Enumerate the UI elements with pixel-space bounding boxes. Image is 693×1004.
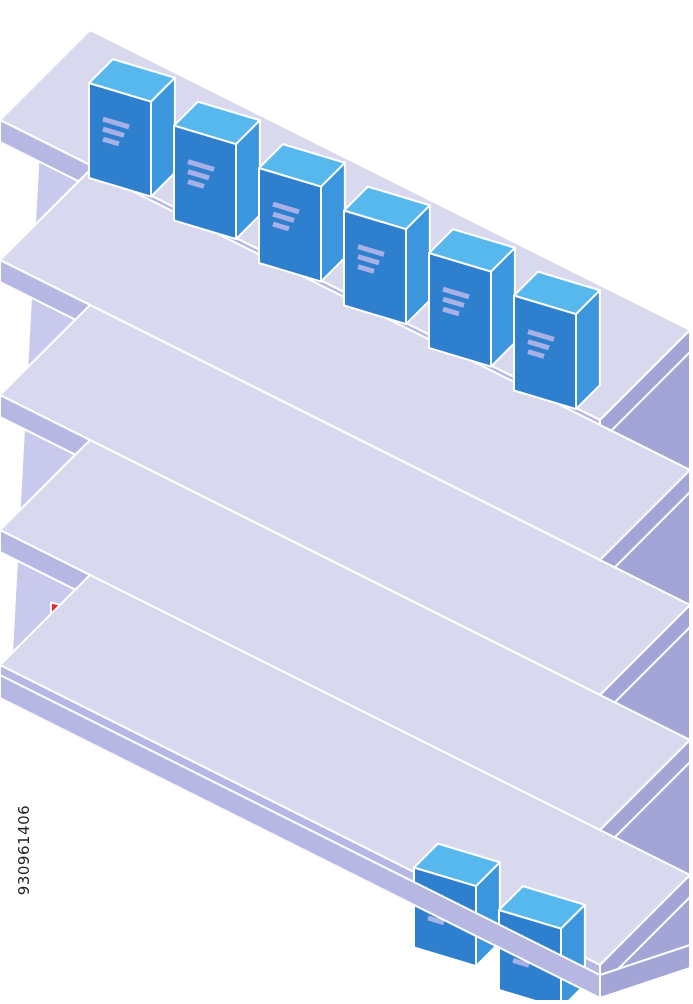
blue-box-top-0-top [88,58,176,103]
blue-box-top-0-label-line [102,126,125,138]
blue-box-top-2-label-line [272,201,300,215]
blue-box-top-3-front [343,209,407,326]
blue-box-bottom-1-label-line [512,958,530,968]
blue-box-top-5-top [513,270,601,316]
blue-box-top-0-front [88,82,152,198]
stock-id-text: 930961406 [15,804,33,896]
blue-box-bottom-1-top [498,885,586,930]
blue-box-top-5-label-line [527,339,550,351]
blue-box-top-4-label-line [442,296,465,308]
stock-id-watermark: 930961406 [10,760,38,940]
blue-box-top-2-label-line [272,221,290,232]
blue-box-top-1-top [173,100,261,146]
blue-box-top-2-front [258,167,322,283]
blue-box-top-0 [88,58,176,198]
shelf-base [0,674,691,999]
blue-box-top-3-label-line [357,244,385,257]
blue-box-top-5 [513,270,601,411]
blue-box-top-3-label-line [357,254,380,266]
blue-box-top-5-label-line [527,349,545,359]
blue-box-top-1-label-line [187,179,205,189]
blue-box-top-3 [343,185,431,326]
blue-box-top-4-top [428,228,516,273]
blue-box-top-2-label-line [272,211,295,223]
blue-box-top-1 [173,100,261,241]
base-end [599,944,691,999]
blue-box-top-0-label-line [102,136,120,147]
blue-box-top-1-label-line [187,159,215,172]
blue-box-top-4-front [428,252,492,368]
blue-box-top-3-label-line [357,264,375,274]
blue-box-top-2-top [258,143,346,188]
blue-box-top-5-label-line [527,329,555,342]
blue-box-top-3-top [343,185,431,231]
blue-box-bottom-0-label-line [427,915,445,926]
blue-box-top-4-label-line [442,306,460,317]
blue-box-top-1-label-line [187,169,210,181]
blue-box-bottom-0-top [413,842,501,888]
blue-box-top-2 [258,143,346,283]
blue-box-top-4 [428,228,516,368]
blue-box-top-1-front [173,124,237,241]
blue-box-top-0-label-line [102,116,130,130]
blue-box-top-4-label-line [442,286,470,300]
blue-box-top-5-front [513,294,577,411]
